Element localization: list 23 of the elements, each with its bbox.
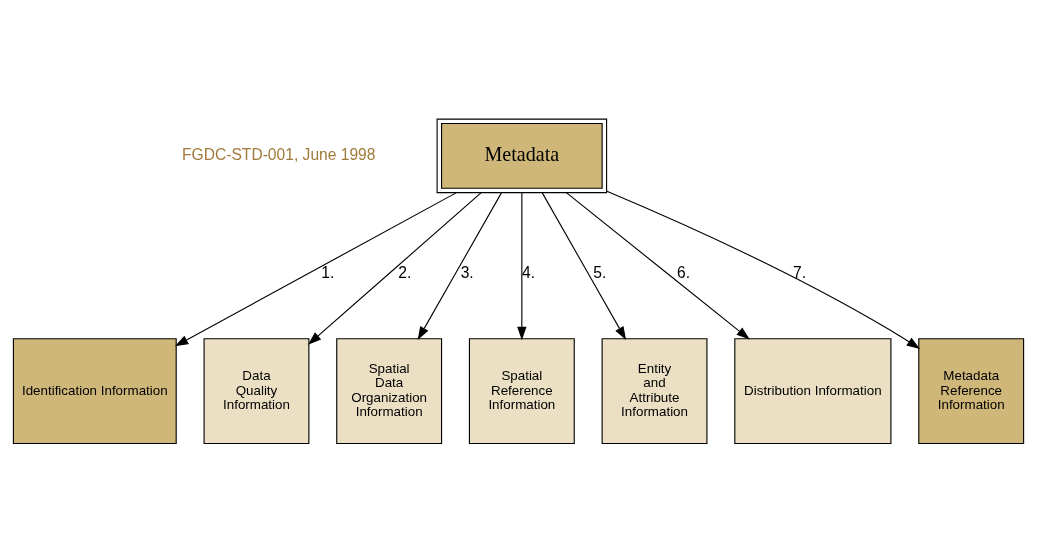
node-box: Metadata Reference Information: [918, 338, 1025, 445]
arrow: [174, 192, 457, 347]
edge-label: 1.: [321, 263, 335, 281]
node-box: Spatial Reference Information: [468, 338, 575, 445]
arrow: [541, 192, 627, 340]
edge-label: 5.: [593, 263, 607, 281]
edge-label: 7.: [792, 263, 806, 281]
node-box: Data Quality Information: [203, 338, 310, 445]
edge-label: 3.: [460, 263, 474, 281]
arrow: [517, 192, 527, 341]
edge-label: 4.: [522, 263, 536, 281]
node-box: Identification Information: [12, 338, 177, 445]
arrow: [308, 192, 482, 345]
arrow: [606, 190, 920, 350]
edge-label: 6.: [677, 263, 691, 281]
node-box: Spatial Data Organization Information: [336, 338, 443, 445]
label: FGDC-STD-001, June 1998: [182, 145, 376, 163]
arrow: [417, 192, 502, 340]
node-box: Distribution Information: [734, 338, 892, 445]
node-box: Entity and Attribute Information: [601, 338, 708, 445]
edge-label: 2.: [398, 263, 412, 281]
node-box: Metadata: [436, 118, 608, 194]
arrow: [566, 192, 750, 340]
